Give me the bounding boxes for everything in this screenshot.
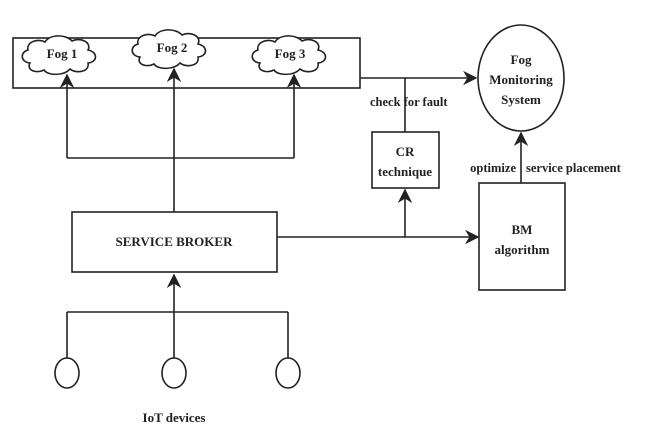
cr-line2: technique xyxy=(378,164,432,179)
broker-to-fog-connectors xyxy=(59,67,302,212)
bm-line2: algorithm xyxy=(495,242,550,257)
fog-node-3: Fog 3 xyxy=(251,35,327,76)
cr-line1: CR xyxy=(396,144,415,159)
bm-line1: BM xyxy=(512,222,533,237)
fog-node-3-label: Fog 3 xyxy=(275,46,306,61)
bm-algorithm-box: BM algorithm xyxy=(478,182,566,291)
service-placement-label: service placement xyxy=(526,161,622,175)
cr-technique-box: CR technique xyxy=(371,131,440,189)
cloud-icon xyxy=(131,29,207,70)
iot-device-1 xyxy=(54,357,80,389)
fog-node-1: Fog 1 xyxy=(21,35,97,76)
monitoring-line3: System xyxy=(501,92,541,107)
service-broker-label: SERVICE BROKER xyxy=(116,234,234,249)
check-fault-label: check for fault xyxy=(370,95,448,109)
optimize-label: optimize xyxy=(470,161,516,175)
iot-devices-label: IoT devices xyxy=(143,410,206,425)
iot-connectors xyxy=(66,273,289,358)
fog-monitoring-system: Fog Monitoring System xyxy=(477,24,565,132)
monitoring-line2: Monitoring xyxy=(489,72,553,87)
iot-device-3 xyxy=(275,357,301,389)
fog-node-1-label: Fog 1 xyxy=(47,46,78,61)
fog-node-2-label: Fog 2 xyxy=(157,40,188,55)
fog-node-2: Fog 2 xyxy=(131,29,207,70)
cloud-icon xyxy=(251,35,327,76)
cloud-icon xyxy=(21,35,97,76)
service-broker-box: SERVICE BROKER xyxy=(71,211,278,273)
monitoring-line1: Fog xyxy=(511,52,532,67)
iot-device-2 xyxy=(161,357,187,389)
